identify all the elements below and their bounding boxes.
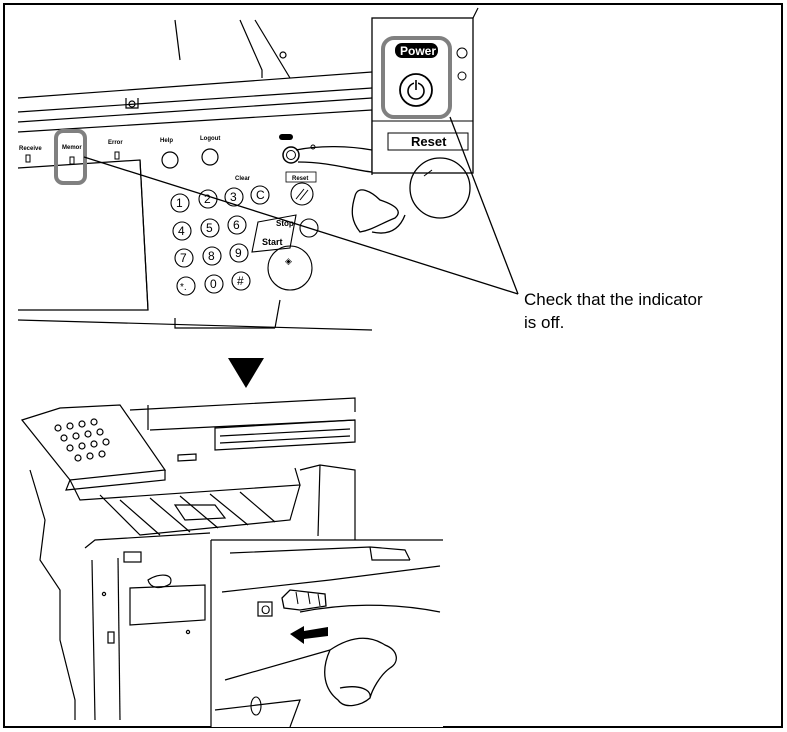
main-power-led xyxy=(457,71,467,81)
receive-label: Receive xyxy=(19,146,42,152)
key-0-label: 0 xyxy=(210,277,217,291)
key-7[interactable] xyxy=(174,248,194,268)
push-arrow-icon xyxy=(290,626,328,644)
power-key-tag xyxy=(279,134,293,140)
stop-key[interactable] xyxy=(299,218,319,238)
key-3-label: 3 xyxy=(230,190,237,204)
key-5[interactable] xyxy=(200,218,220,238)
key-2-label: 2 xyxy=(204,192,211,206)
down-arrow-icon xyxy=(228,358,264,388)
power-key-highlight xyxy=(381,36,452,119)
reset-key[interactable] xyxy=(290,182,314,206)
key-hash[interactable] xyxy=(231,271,251,291)
error-label: Error xyxy=(108,140,123,146)
error-led xyxy=(114,151,120,160)
start-label: Start xyxy=(262,237,283,247)
memory-led xyxy=(69,156,75,165)
key-8[interactable] xyxy=(202,246,222,266)
power-key-inner xyxy=(286,150,296,160)
callout-text-line2: is off. xyxy=(524,313,564,332)
key-9-label: 9 xyxy=(235,246,242,260)
key-0[interactable] xyxy=(204,274,224,294)
main-switch-detail: O xyxy=(210,539,443,728)
reset-key-slash-1 xyxy=(295,188,305,200)
stop-start-key[interactable] xyxy=(251,214,297,253)
key-6[interactable] xyxy=(227,215,247,235)
machine-illustration xyxy=(20,397,356,721)
reset-label: Reset xyxy=(292,176,308,182)
inset-reset-label: Reset xyxy=(411,134,447,149)
power-key[interactable] xyxy=(282,146,300,164)
energy-saver-icon xyxy=(456,47,468,59)
key-5-label: 5 xyxy=(206,221,213,235)
finger-pressing-icon xyxy=(295,145,399,233)
key-star-label: *. xyxy=(180,282,187,293)
hand-wrist xyxy=(371,214,406,234)
callout-text-line1: Check that the indicator xyxy=(524,290,703,309)
key-3[interactable] xyxy=(224,187,244,207)
callout-lines xyxy=(83,116,519,295)
switch-off-mark: O xyxy=(261,603,270,617)
stop-label: Stop xyxy=(276,219,294,228)
power-inset: Reset Power xyxy=(371,7,479,219)
help-button[interactable] xyxy=(161,151,179,169)
key-clear[interactable] xyxy=(250,185,270,205)
reset-key-slash-2 xyxy=(299,189,309,201)
memory-label: Memor xyxy=(62,145,82,151)
start-key-diamond-icon: ◈ xyxy=(285,256,292,266)
key-8-label: 8 xyxy=(208,249,215,263)
logout-label: Logout xyxy=(200,136,220,142)
key-star[interactable] xyxy=(176,276,196,296)
panel-indicators xyxy=(25,151,120,165)
key-c-label: C xyxy=(256,188,265,202)
start-key[interactable] xyxy=(267,245,313,291)
key-6-label: 6 xyxy=(233,218,240,232)
main-power-switch[interactable] xyxy=(281,589,327,611)
inset-power-label-tag xyxy=(395,43,438,58)
main-switch-location xyxy=(123,551,142,563)
inset-reset-key xyxy=(409,157,471,219)
inset-power-label: Power xyxy=(400,44,436,58)
help-label: Help xyxy=(160,138,173,144)
reset-label-box xyxy=(285,171,317,183)
numeric-keypad xyxy=(170,182,319,296)
key-4[interactable] xyxy=(172,221,192,241)
key-4-label: 4 xyxy=(178,224,185,238)
key-hash-label: # xyxy=(237,274,244,288)
logout-button[interactable] xyxy=(201,148,219,166)
receive-led xyxy=(25,154,31,163)
key-7-label: 7 xyxy=(180,251,187,265)
switch-off-mark-box xyxy=(257,601,273,617)
key-1[interactable] xyxy=(170,193,190,213)
hand-icon xyxy=(299,604,441,707)
key-1-label: 1 xyxy=(176,196,183,210)
clear-label: Clear xyxy=(235,176,251,182)
key-9[interactable] xyxy=(229,243,249,263)
